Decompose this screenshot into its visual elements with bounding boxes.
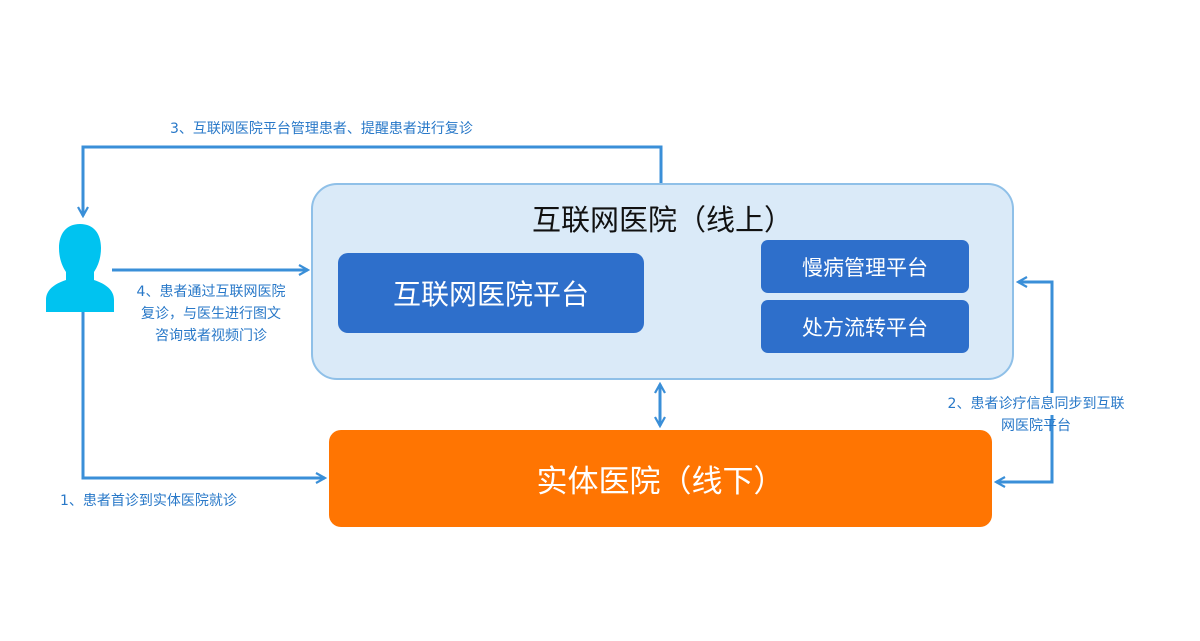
person-icon xyxy=(46,224,114,312)
step2-line1: 2、患者诊疗信息同步到互联 xyxy=(930,393,1142,415)
arrow-step1 xyxy=(81,312,325,478)
arrow-step3 xyxy=(83,145,663,216)
offline-hospital: 实体医院（线下） xyxy=(329,430,992,527)
chronic-disease-platform: 慢病管理平台 xyxy=(761,240,969,293)
step2-line2: 网医院平台 xyxy=(1001,418,1071,434)
step4-label: 4、患者通过互联网医院 复诊，与医生进行图文 咨询或者视频门诊 xyxy=(112,281,310,347)
step1-label: 1、患者首诊到实体医院就诊 xyxy=(60,493,237,509)
step4-line1: 4、患者通过互联网医院 xyxy=(136,284,286,300)
internet-hospital-platform: 互联网医院平台 xyxy=(338,253,644,333)
step4-line3: 咨询或者视频门诊 xyxy=(155,328,267,344)
step4-line2: 复诊，与医生进行图文 xyxy=(141,306,281,322)
prescription-platform: 处方流转平台 xyxy=(761,300,969,353)
step3-label: 3、互联网医院平台管理患者、提醒患者进行复诊 xyxy=(170,121,473,137)
arrow-step2 xyxy=(996,282,1054,482)
online-hospital-title: 互联网医院（线上） xyxy=(531,203,793,237)
step2-label: 2、患者诊疗信息同步到互联 网医院平台 xyxy=(930,393,1142,437)
